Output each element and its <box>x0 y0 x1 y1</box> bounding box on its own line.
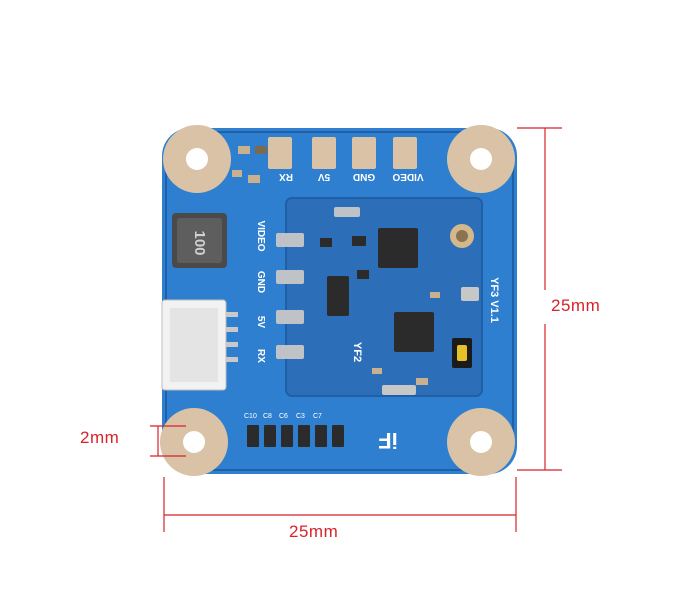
mounting-hole-bottom-right <box>447 408 515 476</box>
capacitor-label: C8 <box>263 413 272 420</box>
capacitor-label: C6 <box>279 413 288 420</box>
small-components-top-left <box>232 146 267 183</box>
header-labels-top: RX 5V GND VIDEO <box>279 171 424 182</box>
header-pads-top <box>268 137 417 169</box>
height-label: 25mm <box>551 296 601 315</box>
inductor-marking: 100 <box>191 230 208 255</box>
side-label: RX <box>255 349 266 363</box>
side-labels: VIDEO GND 5V RX <box>255 220 266 363</box>
header-label: RX <box>279 171 293 182</box>
hole-diameter-label: 2mm <box>80 428 120 447</box>
capacitor-labels: C10 C8 C6 C3 C7 <box>244 413 322 420</box>
side-label: GND <box>255 271 266 293</box>
board-version: YF3 V1.1 <box>488 277 500 323</box>
header-label: 5V <box>318 171 331 182</box>
side-label: VIDEO <box>255 220 266 251</box>
brand-mark: iF <box>378 428 398 453</box>
header-label: VIDEO <box>392 171 423 182</box>
mounting-hole-top-left <box>163 125 231 193</box>
vtx-module <box>276 197 483 397</box>
module-labels: YF3 V1.1 YF2 <box>351 277 500 362</box>
mounting-hole-top-right <box>447 125 515 193</box>
header-label: GND <box>353 171 375 182</box>
capacitor-label: C3 <box>296 413 305 420</box>
jst-connector <box>161 299 238 391</box>
module-version: YF2 <box>351 342 363 362</box>
dimension-lines <box>150 127 562 532</box>
width-label: 25mm <box>289 522 339 541</box>
capacitor-row <box>247 425 344 447</box>
inductor: 100 <box>172 213 227 268</box>
capacitor-label: C7 <box>313 413 322 420</box>
side-label: 5V <box>255 316 266 329</box>
brand-logo: iF <box>378 428 398 453</box>
mounting-hole-bottom-left <box>160 408 228 476</box>
capacitor-label: C10 <box>244 413 257 420</box>
